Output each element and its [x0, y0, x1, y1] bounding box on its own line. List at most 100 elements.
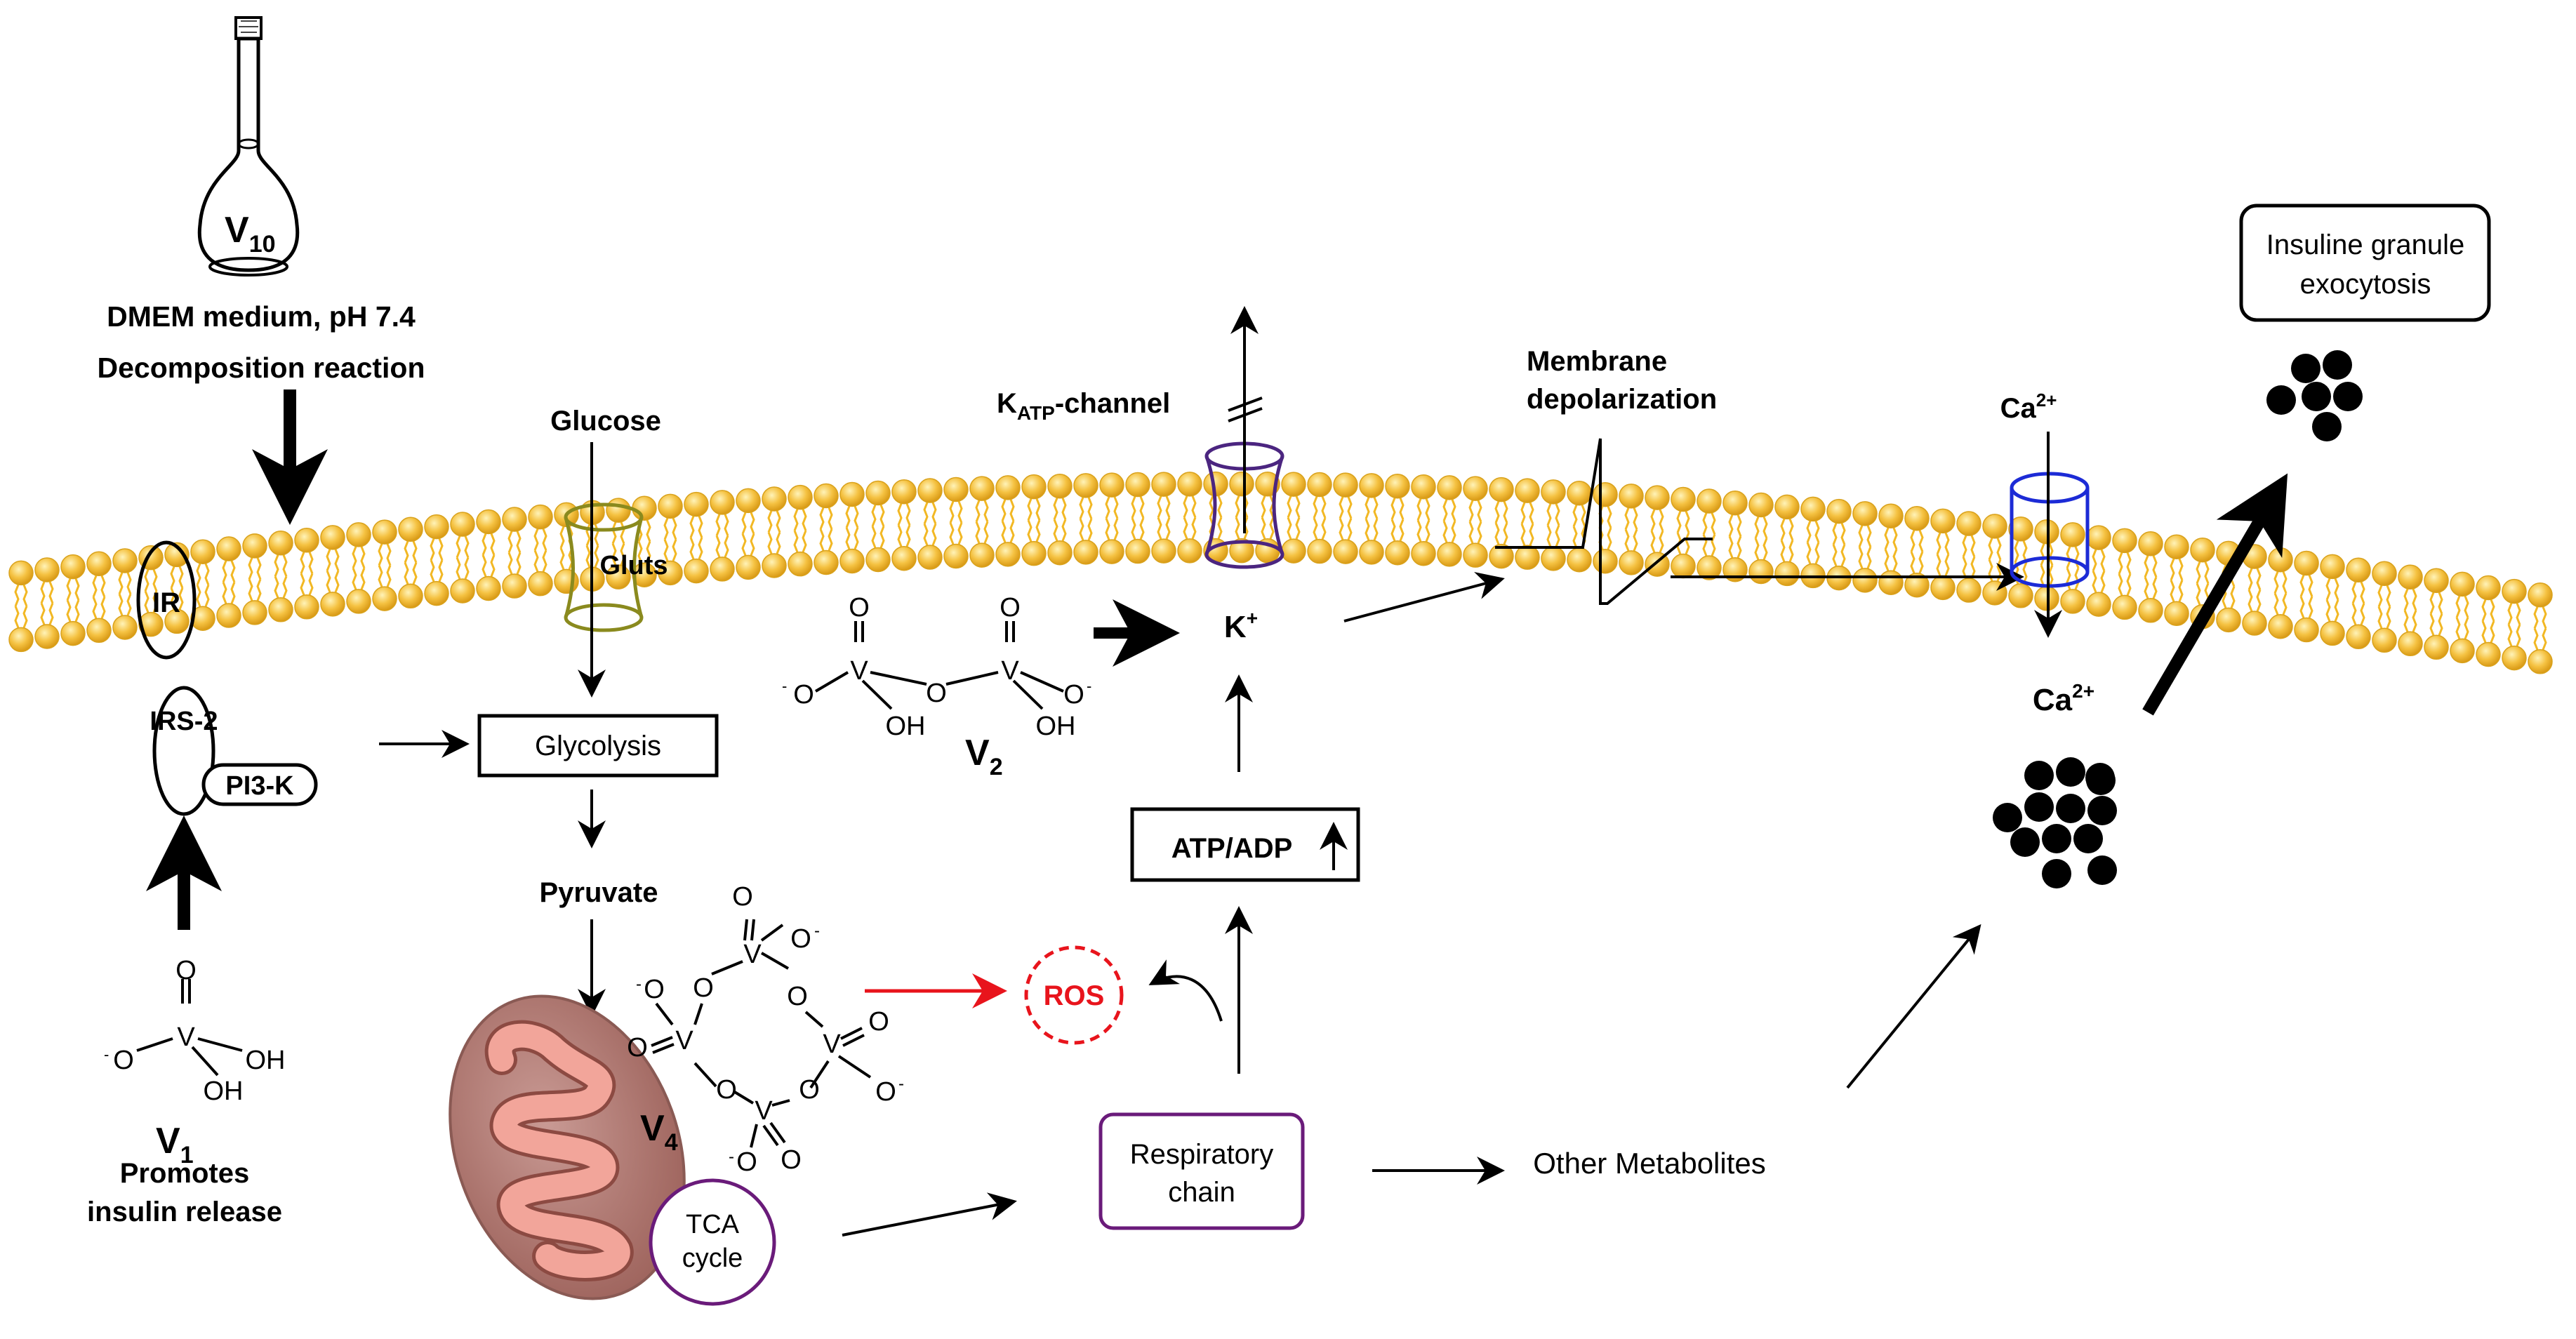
respiratory-line1: Respiratory	[1130, 1139, 1274, 1170]
v4-o-bridge1: O	[693, 973, 714, 1003]
lipid-tail	[74, 578, 80, 622]
lipid-head	[1177, 538, 1202, 564]
lipid-head	[1281, 472, 1306, 497]
lipid-head	[1333, 539, 1358, 564]
v2-o-bridge: O	[926, 679, 947, 708]
lipid-tail	[819, 507, 825, 552]
lipid-tail	[14, 584, 20, 628]
lipid-head	[1411, 474, 1436, 500]
lipid-head	[788, 484, 813, 510]
insulin-granule	[2073, 824, 2103, 853]
lipid-tail	[776, 510, 781, 554]
respiratory-to-ros-arrow	[1148, 959, 1223, 1022]
lipid-head	[2528, 582, 2553, 608]
lipid-tail	[2040, 543, 2045, 587]
lipid-head	[2112, 594, 2137, 620]
v4-o-bridge2: O	[787, 982, 808, 1011]
v1-structure	[136, 979, 243, 1077]
lipid-head	[1047, 540, 1073, 566]
lipid-tail	[430, 538, 435, 582]
lipid-head	[2320, 554, 2345, 580]
v2-oh1: OH	[886, 712, 926, 741]
lipid-tail	[144, 569, 150, 613]
v4-minus3: -	[898, 1074, 904, 1093]
v2-minus-right: -	[1087, 677, 1091, 695]
lipid-head	[684, 558, 709, 584]
lipid-head	[450, 512, 475, 537]
lipid-tail	[2334, 578, 2339, 622]
lipid-head	[814, 483, 839, 509]
lipid-tail	[2048, 543, 2054, 587]
lipid-head	[1151, 538, 1176, 564]
lipid-tail	[404, 540, 409, 585]
lipid-tail	[1269, 495, 1275, 540]
lipid-head	[865, 547, 891, 573]
lipid-tail	[1788, 518, 1794, 562]
lipid-tail	[1962, 535, 1967, 579]
lipid-tail	[1035, 498, 1041, 542]
lipid-head	[1878, 570, 1904, 595]
lipid-head	[1593, 481, 1618, 507]
v4-om3: O	[875, 1077, 896, 1107]
lipid-tail	[1061, 498, 1067, 542]
lipid-head	[2450, 571, 2475, 597]
lipid-head	[1748, 492, 1774, 518]
lipid-tail	[274, 554, 279, 599]
lipid-head	[1904, 505, 1930, 531]
lipid-tail	[438, 538, 444, 582]
lipid-head	[1852, 501, 1878, 526]
lipid-head	[1515, 478, 1540, 503]
lipid-tail	[2074, 546, 2080, 590]
lipid-head	[2164, 534, 2189, 559]
respiratory-chain-box	[1098, 1112, 1305, 1230]
lipid-head	[2320, 620, 2345, 646]
lipid-head	[1021, 540, 1047, 566]
lipid-tail	[1676, 510, 1682, 555]
lipid-head	[1385, 540, 1410, 566]
v4-om2: O	[644, 975, 665, 1004]
v4-oxo4: O	[781, 1145, 802, 1175]
lipid-tail	[2403, 588, 2409, 632]
lipid-tail	[845, 505, 851, 549]
lipid-tail	[126, 572, 132, 616]
lipid-tail	[2325, 578, 2331, 622]
lipid-head	[1774, 561, 1800, 587]
lipid-tail	[2118, 552, 2123, 596]
lipid-tail	[92, 575, 98, 619]
lipid-head	[476, 575, 501, 601]
lipid-tail	[256, 557, 262, 601]
ir-receptor-shape	[136, 540, 197, 660]
v1-vanadium: V	[177, 1022, 195, 1052]
pyruvate-label: Pyruvate	[540, 877, 658, 908]
lipid-head	[60, 554, 86, 580]
insulin-granule	[2042, 824, 2071, 853]
lipid-tail	[2377, 585, 2383, 629]
lipid-head	[969, 476, 995, 501]
k-ion-label: K+	[1224, 607, 1258, 644]
lipid-tail	[2282, 571, 2288, 615]
lipid-head	[606, 564, 631, 589]
lipid-tail	[2429, 592, 2435, 636]
v2-v2: V	[1001, 656, 1019, 686]
lipid-head	[476, 509, 501, 535]
lipid-head	[164, 542, 190, 568]
tca-line1: TCA	[686, 1210, 740, 1239]
lipid-tail	[2256, 568, 2262, 612]
k-to-depolarization-arrow	[1343, 571, 1505, 622]
lipid-head	[1541, 546, 1566, 571]
lipid-head	[2086, 592, 2111, 617]
lipid-tail	[2516, 603, 2521, 647]
lipid-tail	[1416, 498, 1422, 542]
lipid-head	[684, 491, 709, 517]
lipid-tail	[2196, 561, 2201, 606]
lipid-head	[2372, 561, 2397, 587]
lipid-tail	[1131, 495, 1136, 540]
lipid-tail	[1009, 499, 1015, 543]
lipid-tail	[1754, 516, 1760, 561]
lipid-head	[2060, 589, 2085, 614]
exocytosis-line2: exocytosis	[2300, 269, 2431, 300]
insulin-granule	[2291, 354, 2321, 383]
lipid-head	[112, 548, 138, 573]
lipid-tail	[1702, 512, 1708, 557]
lipid-head	[1671, 553, 1696, 579]
